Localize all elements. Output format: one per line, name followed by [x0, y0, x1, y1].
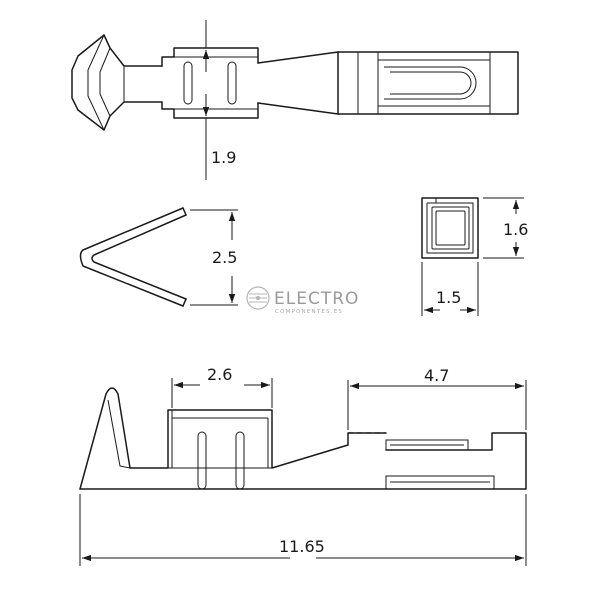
dimension-label-crimp-length: 2.6 — [207, 365, 232, 384]
top-view-terminal — [71, 34, 519, 131]
electro-logo-watermark: ELECTRO COMPONENTES.ES — [246, 286, 359, 315]
dimension-spring-height: 2.5 — [190, 209, 238, 306]
watermark-title: ELECTRO — [274, 289, 359, 309]
dimension-cross-width: 1.5 — [421, 262, 479, 316]
dimension-cross-height: 1.6 — [483, 197, 528, 259]
dimension-label-top-height: 1.9 — [211, 148, 236, 167]
cross-section-view — [421, 197, 479, 259]
circuit-globe-icon — [246, 286, 270, 310]
dimension-top-height: 1.9 — [202, 20, 236, 180]
dimension-label-overall-length: 11.65 — [279, 537, 325, 556]
watermark-subtitle: COMPONENTES.ES — [275, 309, 343, 315]
dimension-label-cross-width: 1.5 — [436, 288, 461, 307]
dimension-contact-length: 4.7 — [347, 366, 527, 430]
side-view-terminal — [79, 387, 527, 490]
dimension-label-cross-height: 1.6 — [503, 220, 528, 239]
dimension-overall-length: 11.65 — [79, 494, 527, 566]
dimension-label-spring-height: 2.5 — [212, 248, 237, 267]
dimension-crimp-length: 2.6 — [171, 365, 273, 408]
spring-clip-view — [79, 207, 187, 307]
dimension-label-contact-length: 4.7 — [424, 366, 449, 385]
